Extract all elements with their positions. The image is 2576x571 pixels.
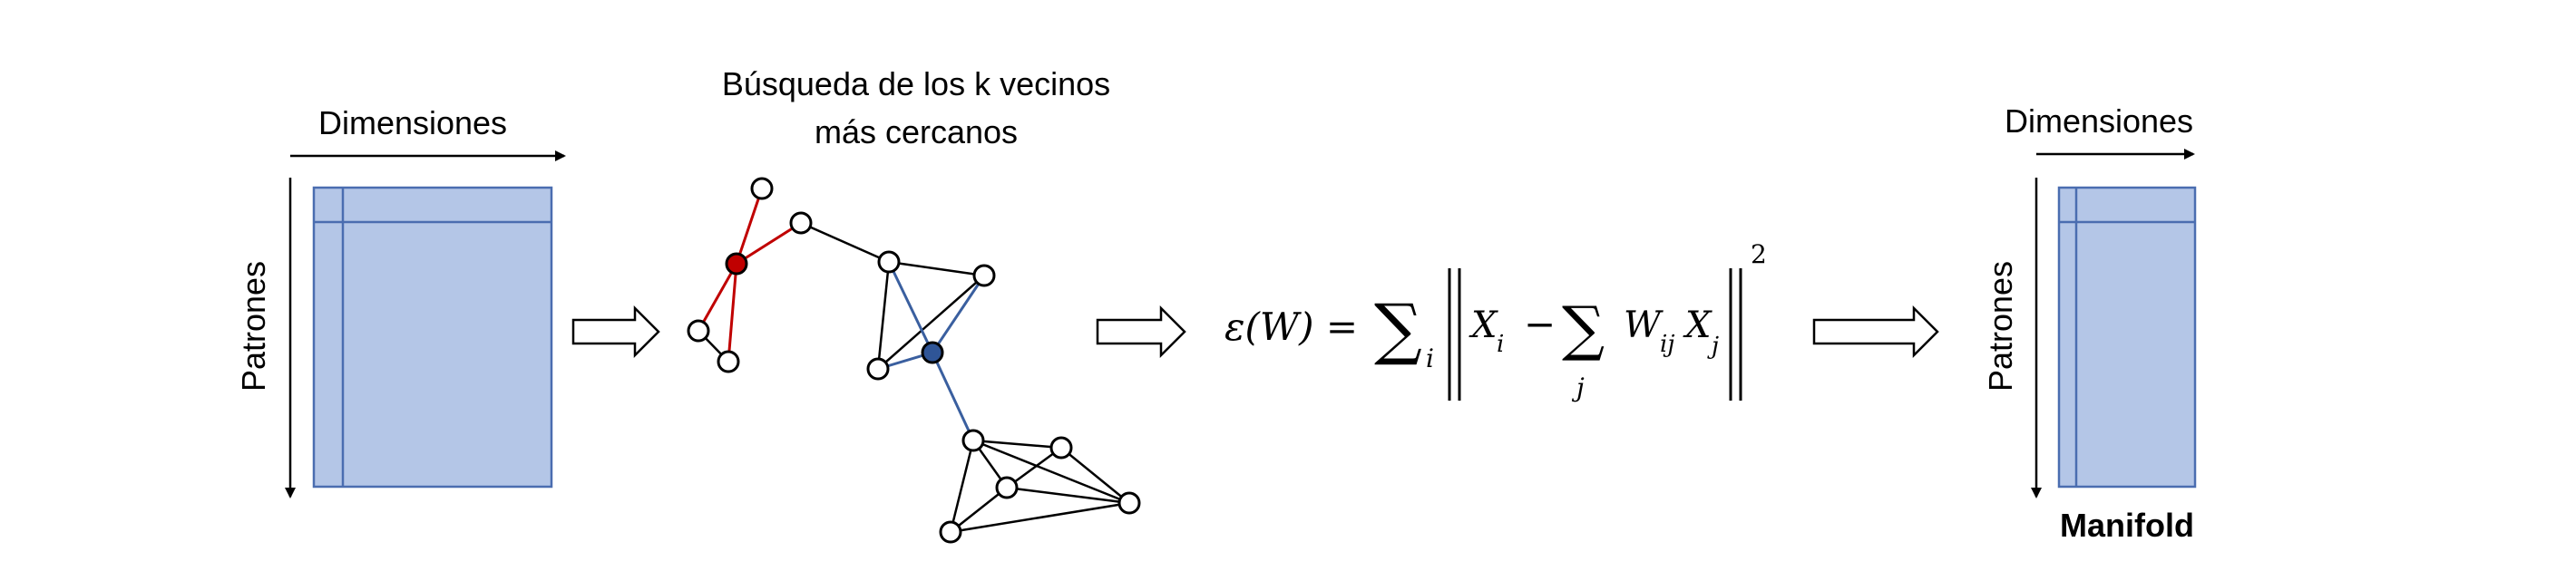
equation-minus: − bbox=[1524, 302, 1556, 346]
graph-edge bbox=[972, 439, 1062, 450]
equation-sum-j-index: j bbox=[1571, 373, 1585, 402]
graph-edge bbox=[950, 501, 1130, 534]
graph-node bbox=[789, 211, 813, 235]
graph-edge bbox=[800, 221, 890, 264]
equation-sum-i-index: i bbox=[1426, 344, 1434, 373]
input-dimensions-label: Dimensiones bbox=[318, 104, 507, 141]
knn-title-line1: Búsqueda de los k vecinos bbox=[722, 65, 1110, 102]
graph-node bbox=[866, 357, 890, 381]
graph-edge-blue bbox=[931, 352, 975, 441]
graph-node-red-center bbox=[725, 252, 748, 276]
equation-lhs: ε(W) = bbox=[1225, 305, 1358, 349]
graph-node bbox=[1117, 491, 1141, 515]
equation-sum-j: ∑ bbox=[1562, 294, 1605, 363]
knn-title-line2: más cercanos bbox=[815, 113, 1018, 150]
output-dimensions-label: Dimensiones bbox=[2005, 102, 2193, 140]
knn-graph-group: Búsqueda de los k vecinos más cercanos bbox=[687, 65, 1141, 544]
graph-node bbox=[877, 250, 901, 274]
manifold-caption: Manifold bbox=[2060, 507, 2194, 544]
equation-sum-i: ∑ bbox=[1374, 290, 1422, 368]
graph-node bbox=[972, 264, 996, 287]
output-matrix-group: Dimensiones Patrones Manifold bbox=[1982, 102, 2197, 544]
graph-edge bbox=[972, 439, 1130, 505]
graph-node bbox=[961, 429, 985, 452]
block-arrow-1 bbox=[571, 305, 660, 359]
graph-edge bbox=[876, 261, 891, 370]
graph-edge bbox=[1006, 486, 1130, 505]
graph-node bbox=[1049, 436, 1073, 460]
input-patterns-label: Patrones bbox=[235, 261, 272, 392]
equation-x-j: X bbox=[1683, 305, 1712, 346]
graph-edge bbox=[888, 260, 985, 277]
equation-x-i: X bbox=[1469, 305, 1498, 346]
graph-node bbox=[717, 350, 740, 373]
block-arrow-3 bbox=[1812, 305, 1939, 359]
block-arrow-2 bbox=[1096, 305, 1186, 359]
graph-edge-red bbox=[735, 188, 764, 265]
graph-edge bbox=[1060, 447, 1130, 504]
graph-edge-blue bbox=[931, 275, 986, 353]
output-manifold-matrix bbox=[2057, 186, 2197, 489]
graph-edge-red bbox=[697, 263, 738, 332]
equation-w-sub: ij bbox=[1660, 331, 1674, 358]
graph-node bbox=[995, 476, 1019, 499]
graph-edge bbox=[950, 487, 1008, 533]
graph-edge-red bbox=[727, 263, 738, 363]
graph-node bbox=[750, 177, 774, 200]
graph-edge-blue bbox=[887, 261, 934, 353]
graph-node bbox=[939, 520, 962, 544]
output-patterns-label: Patrones bbox=[1982, 261, 2019, 392]
graph-node-blue-center bbox=[921, 341, 944, 364]
equation-exponent: 2 bbox=[1751, 239, 1767, 269]
graph-edge bbox=[877, 275, 985, 370]
graph-edge bbox=[949, 440, 975, 533]
equation-x-i-sub: i bbox=[1497, 331, 1504, 358]
input-data-matrix bbox=[312, 186, 553, 489]
input-matrix-group: Dimensiones Patrones bbox=[235, 104, 566, 498]
reconstruction-error-equation: ε(W) = ∑ i X i − ∑ j W ij X j 2 bbox=[1225, 239, 1767, 402]
equation-w: W bbox=[1624, 305, 1664, 346]
graph-edge-red bbox=[736, 221, 802, 266]
graph-node bbox=[687, 319, 710, 343]
